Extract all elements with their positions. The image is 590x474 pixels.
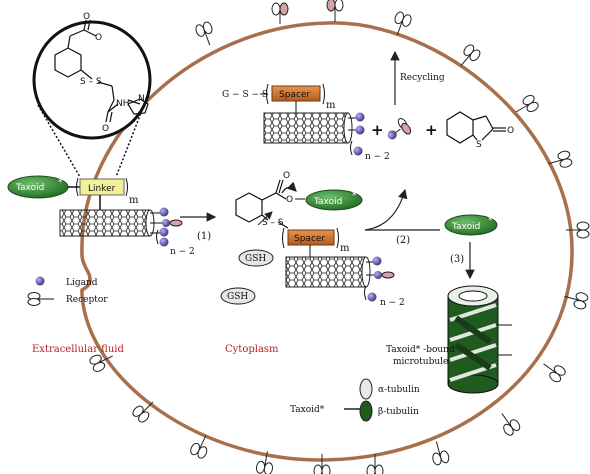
svg-text:m: m bbox=[340, 243, 350, 254]
gsh-bubble-1 bbox=[238, 249, 274, 267]
svg-text:*: * bbox=[352, 191, 357, 201]
svg-text:S: S bbox=[476, 140, 482, 150]
taxoid-label: Taxoid bbox=[15, 183, 44, 193]
svg-text:*: * bbox=[58, 178, 63, 188]
atom-n: N bbox=[138, 94, 145, 104]
nanotube-2 bbox=[263, 112, 349, 144]
svg-text:S – S: S – S bbox=[262, 218, 284, 228]
cytoplasm-label: Cytoplasm bbox=[225, 344, 279, 355]
step-3-label: (3) bbox=[450, 254, 464, 265]
svg-text:G − S − S: G − S − S bbox=[222, 90, 268, 100]
ligand-legend-icon bbox=[35, 276, 45, 286]
recycling-label: Recycling bbox=[400, 73, 445, 83]
extracellular-label: Extracellular fluid bbox=[32, 344, 124, 355]
alpha-tubulin-label: α-tubulin bbox=[378, 385, 420, 395]
nanotube-1 bbox=[59, 209, 151, 237]
taxoid-legend-label: Taxoid* bbox=[290, 405, 325, 415]
beta-tubulin-label: β-tubulin bbox=[378, 407, 419, 417]
svg-text:+: + bbox=[425, 121, 438, 139]
svg-text:O: O bbox=[286, 195, 293, 205]
linker-box bbox=[79, 178, 125, 196]
svg-text:m: m bbox=[326, 100, 336, 111]
linker-label: Linker bbox=[88, 184, 116, 194]
atom-o-1: O bbox=[83, 12, 90, 22]
svg-text:*: * bbox=[488, 216, 493, 226]
benzothiophenone bbox=[446, 111, 506, 144]
atom-nh: NH bbox=[116, 99, 130, 109]
svg-text:GSH: GSH bbox=[227, 292, 248, 302]
spacer-box-mid bbox=[287, 229, 335, 246]
atom-o-2: O bbox=[95, 33, 102, 43]
svg-text:n − 2: n − 2 bbox=[380, 298, 405, 308]
step-2-label: (2) bbox=[396, 235, 410, 246]
atom-o-3: O bbox=[102, 124, 109, 134]
gsh-bubble-2 bbox=[220, 287, 256, 305]
svg-text:n − 2: n − 2 bbox=[170, 247, 195, 257]
svg-text:n − 2: n − 2 bbox=[365, 152, 390, 162]
atom-ss: S – S bbox=[80, 77, 102, 87]
svg-text:Spacer: Spacer bbox=[294, 234, 325, 244]
receptor-legend-icon bbox=[27, 292, 54, 306]
ligand-legend-label: Ligand bbox=[66, 278, 98, 288]
extracellular-conjugate: Taxoid * Linker m n − 2 bbox=[7, 175, 195, 257]
middle-intermediate: O O S – S Taxoid * Spacer m n − 2 bbox=[235, 171, 405, 308]
svg-text:m: m bbox=[129, 195, 139, 206]
linker-structure bbox=[54, 19, 149, 123]
nanotube-3 bbox=[285, 256, 367, 288]
top-product: G − S − S Spacer m n − 2 + + bbox=[222, 83, 438, 162]
step-1-label: (1) bbox=[197, 231, 211, 242]
svg-text:GSH: GSH bbox=[245, 254, 266, 264]
tubulin-legend bbox=[344, 378, 373, 422]
bound-label-2: microtubule bbox=[393, 357, 448, 367]
receptor-legend-label: Receptor bbox=[66, 295, 108, 305]
free-taxoid bbox=[444, 214, 498, 236]
svg-text:O: O bbox=[507, 126, 514, 136]
svg-text:Taxoid: Taxoid bbox=[313, 197, 342, 207]
svg-text:Spacer: Spacer bbox=[279, 90, 310, 100]
svg-text:+: + bbox=[371, 121, 384, 139]
svg-text:O: O bbox=[283, 171, 290, 181]
bound-label-1: Taxoid* -bound bbox=[386, 345, 455, 355]
microtubule bbox=[447, 285, 512, 394]
svg-text:Taxoid: Taxoid bbox=[451, 222, 480, 232]
